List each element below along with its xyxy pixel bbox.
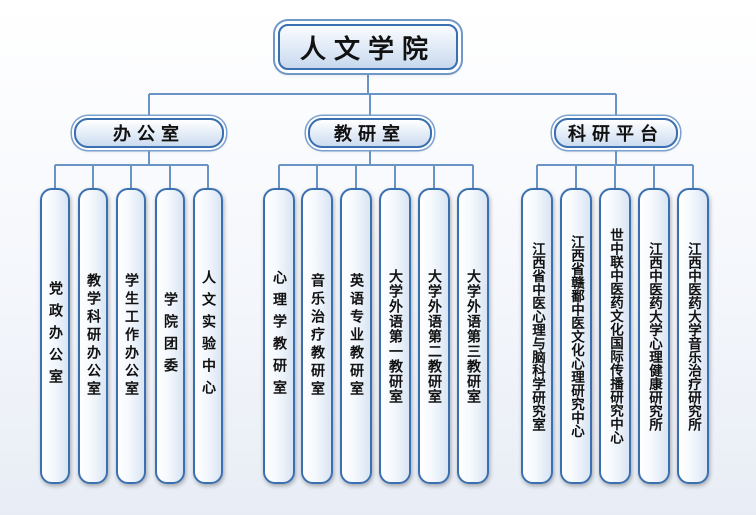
group-label: 科研平台 bbox=[568, 124, 664, 145]
group-node-office: 办公室 bbox=[74, 118, 224, 148]
leaf-label: 大学外语第三教研室 bbox=[465, 268, 481, 404]
leaf-node: 江西省赣鄱中医文化心理研究中心 bbox=[560, 188, 592, 484]
root-label: 人文学院 bbox=[299, 34, 436, 65]
leaf-node: 学院团委 bbox=[155, 188, 185, 484]
leaf-label: 大学外语第二教研室 bbox=[426, 268, 442, 404]
leaf-node: 学生工作办公室 bbox=[116, 188, 146, 484]
leaf-node: 大学外语第三教研室 bbox=[457, 188, 489, 484]
leaf-label: 人文实验中心 bbox=[200, 270, 216, 402]
leaf-node: 心理学教研室 bbox=[263, 188, 295, 484]
group-label: 教研室 bbox=[334, 124, 406, 145]
leaf-node: 党政办公室 bbox=[40, 188, 70, 484]
leaf-label: 音乐治疗教研室 bbox=[309, 273, 325, 399]
leaf-node: 英语专业教研室 bbox=[340, 188, 372, 484]
leaf-node: 世中联中医药文化国际传播研究中心 bbox=[599, 188, 631, 484]
leaf-node: 江西中医药大学心理健康研究所 bbox=[638, 188, 670, 484]
group-node-teaching: 教研室 bbox=[308, 118, 432, 148]
leaf-node: 江西中医药大学音乐治疗研究所 bbox=[677, 188, 709, 484]
leaf-label: 党政办公室 bbox=[47, 281, 63, 391]
leaf-label: 江西中医药大学音乐治疗研究所 bbox=[685, 241, 701, 431]
leaf-label: 英语专业教研室 bbox=[348, 273, 364, 399]
leaf-label: 大学外语第一教研室 bbox=[387, 268, 403, 404]
group-label: 办公室 bbox=[113, 124, 185, 145]
leaf-node: 大学外语第一教研室 bbox=[379, 188, 411, 484]
leaf-label: 学院团委 bbox=[162, 292, 178, 380]
leaf-label: 教学科研办公室 bbox=[85, 273, 101, 399]
leaf-label: 江西省赣鄱中医文化心理研究中心 bbox=[568, 234, 584, 438]
leaf-label: 江西省中医心理与脑科学研究室 bbox=[529, 241, 545, 431]
leaf-label: 世中联中医药文化国际传播研究中心 bbox=[607, 228, 623, 444]
leaf-node: 大学外语第二教研室 bbox=[418, 188, 450, 484]
leaf-node: 教学科研办公室 bbox=[78, 188, 108, 484]
group-node-research: 科研平台 bbox=[554, 118, 678, 148]
leaf-node: 江西省中医心理与脑科学研究室 bbox=[521, 188, 553, 484]
leaf-label: 江西中医药大学心理健康研究所 bbox=[646, 241, 662, 431]
leaf-label: 学生工作办公室 bbox=[123, 273, 139, 399]
leaf-node: 人文实验中心 bbox=[193, 188, 223, 484]
leaf-node: 音乐治疗教研室 bbox=[301, 188, 333, 484]
leaf-label: 心理学教研室 bbox=[271, 270, 287, 402]
root-node: 人文学院 bbox=[278, 24, 458, 70]
